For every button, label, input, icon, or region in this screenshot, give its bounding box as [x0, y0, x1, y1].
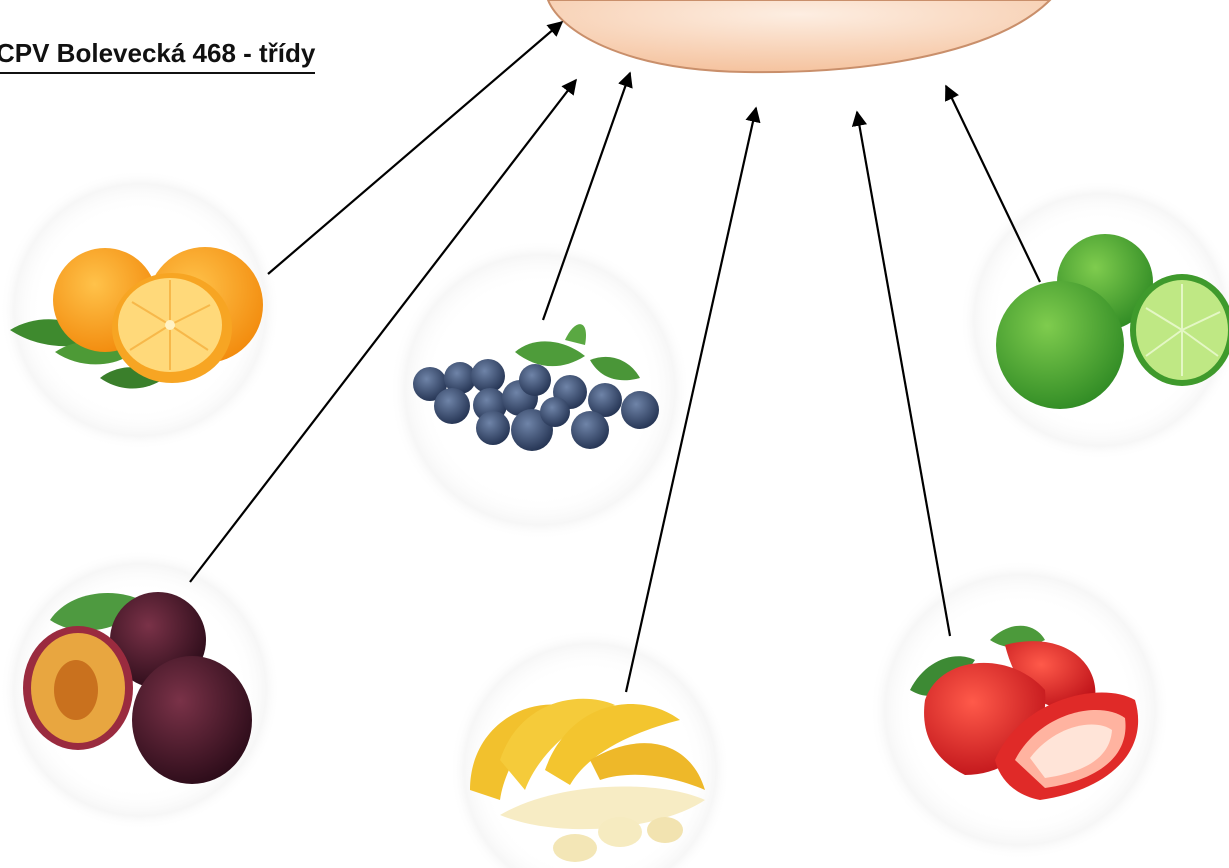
sun-shape	[548, 0, 1050, 72]
arrow-strawberries	[857, 112, 950, 636]
page-title: CPV Bolevecká 468 - třídy	[0, 40, 315, 74]
